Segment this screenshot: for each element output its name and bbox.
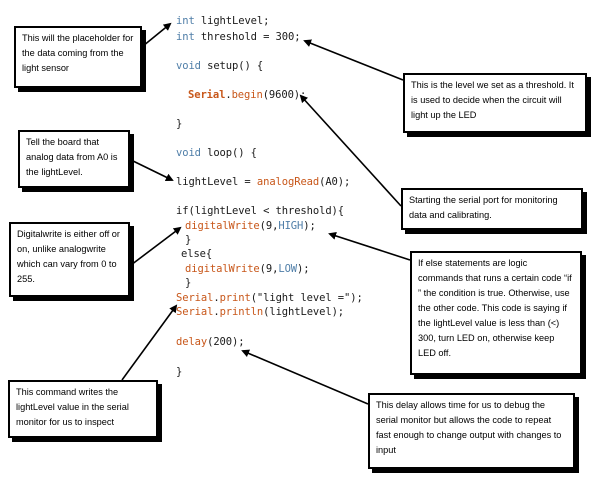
note-placeholder: This will the placeholder for the data c… — [14, 26, 142, 88]
arrow-serial-port — [299, 94, 402, 207]
note-threshold: This is the level we set as a threshold.… — [403, 73, 587, 133]
code-keyword: void — [176, 60, 201, 72]
note-threshold-text: This is the level we set as a threshold.… — [411, 80, 574, 120]
code-line-serial-print: Serial.print("light level ="); — [176, 292, 363, 305]
code-function: Serial — [188, 89, 226, 101]
code-text: loop() { — [200, 147, 257, 159]
arrow-analog — [130, 159, 174, 181]
note-digitalwrite: Digitalwrite is either off or on, unlike… — [9, 222, 130, 297]
code-function: begin — [231, 89, 263, 101]
code-line-serial-begin: Serial.begin(9600); — [188, 89, 306, 102]
code-line-delay: delay(200); — [176, 336, 245, 349]
code-line-else-close: } — [185, 277, 192, 289]
code-keyword: void — [176, 147, 201, 159]
code-text: lightLevel; — [194, 15, 270, 27]
code-line-setup: void setup() { — [176, 60, 263, 73]
code-function: Serial — [176, 292, 214, 304]
code-text: (9, — [259, 220, 279, 232]
code-line-if-close: } — [185, 234, 192, 246]
code-text: ); — [303, 220, 316, 232]
code-constant: HIGH — [278, 220, 304, 232]
arrow-delay — [241, 349, 369, 405]
code-function: println — [219, 306, 264, 318]
arrow-digitalwrite — [130, 226, 182, 266]
code-line-analogread: lightLevel = analogRead(A0); — [176, 176, 350, 189]
code-text: (200); — [207, 336, 245, 348]
code-text: (9, — [259, 263, 279, 275]
note-placeholder-text: This will the placeholder for the data c… — [22, 33, 134, 73]
code-line-digitalwrite-high: digitalWrite(9,HIGH); — [185, 220, 316, 233]
code-line-if: if(lightLevel < threshold){ — [176, 205, 344, 217]
note-serial-port: Starting the serial port for monitoring … — [401, 188, 583, 230]
code-line-threshold-decl: int threshold = 300; — [176, 31, 301, 44]
code-function: digitalWrite — [185, 263, 260, 275]
code-text: . — [225, 89, 232, 101]
arrow-ifelse — [328, 232, 411, 261]
code-function: digitalWrite — [185, 220, 260, 232]
code-text: setup() { — [200, 60, 264, 72]
code-line-loop: void loop() { — [176, 147, 257, 160]
code-text: (A0); — [319, 176, 351, 188]
note-ifelse: If else statements are logic commands th… — [410, 251, 582, 375]
code-text: (9600); — [262, 89, 307, 101]
code-line-lightlevel-decl: int lightLevel; — [176, 15, 269, 28]
note-analog: Tell the board that analog data from A0 … — [18, 130, 130, 188]
note-analog-text: Tell the board that analog data from A0 … — [26, 137, 118, 177]
code-line-else: else{ — [181, 248, 213, 260]
note-serial-write: This command writes the lightLevel value… — [8, 380, 158, 438]
code-function: analogRead — [256, 176, 320, 188]
arrow-threshold — [303, 39, 404, 81]
note-digitalwrite-text: Digitalwrite is either off or on, unlike… — [17, 229, 120, 284]
code-function: print — [219, 292, 251, 304]
note-delay-text: This delay allows time for us to debug t… — [376, 400, 562, 455]
arrow-serial-write — [121, 304, 178, 381]
code-keyword: int — [176, 15, 195, 27]
code-keyword: int — [176, 31, 195, 43]
code-line-serial-println: Serial.println(lightLevel); — [176, 306, 344, 319]
code-line-loop-close: } — [176, 366, 183, 378]
code-line-digitalwrite-low: digitalWrite(9,LOW); — [185, 263, 310, 276]
code-text: threshold = 300; — [194, 31, 301, 43]
note-serial-port-text: Starting the serial port for monitoring … — [409, 195, 558, 220]
note-delay: This delay allows time for us to debug t… — [368, 393, 575, 469]
code-text: ); — [297, 263, 310, 275]
code-line-setup-close: } — [176, 118, 183, 130]
code-function: delay — [176, 336, 208, 348]
code-text: lightLevel = — [176, 176, 257, 188]
code-text: ("light level ="); — [250, 292, 363, 304]
code-text: (lightLevel); — [263, 306, 345, 318]
note-serial-write-text: This command writes the lightLevel value… — [16, 387, 129, 427]
code-function: Serial — [176, 306, 214, 318]
arrow-placeholder — [142, 22, 172, 47]
note-ifelse-text: If else statements are logic commands th… — [418, 258, 572, 358]
code-constant: LOW — [278, 263, 298, 275]
code-text: . — [213, 292, 220, 304]
code-text: . — [213, 306, 220, 318]
